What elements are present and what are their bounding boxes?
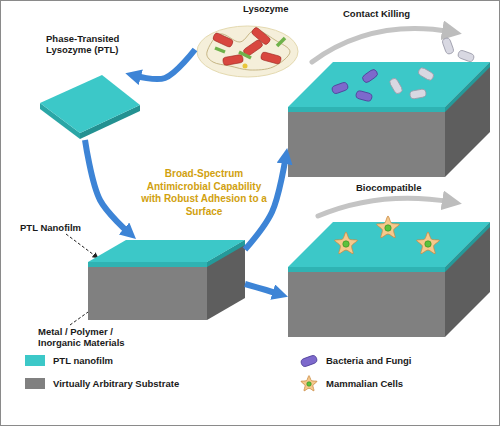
cell-body bbox=[377, 216, 400, 238]
node-shape bbox=[288, 222, 490, 337]
film-surface bbox=[288, 222, 490, 267]
live-bacterium bbox=[355, 90, 373, 102]
protein-surface bbox=[197, 26, 298, 77]
alpha-helix bbox=[260, 52, 281, 65]
cell-body bbox=[301, 376, 317, 391]
node-shape bbox=[88, 240, 245, 320]
live-bacterium bbox=[361, 68, 379, 84]
cell-nucleus bbox=[343, 241, 349, 247]
live-bacterium bbox=[331, 82, 349, 95]
cell-nucleus bbox=[307, 382, 311, 386]
beta-strand bbox=[239, 52, 251, 58]
protein-illustration: Lysozyme bbox=[195, 22, 300, 77]
node-heading: Phase-Transited Lysozyme (PTL) bbox=[46, 33, 146, 55]
biocompatible-block: Biocompatible bbox=[288, 222, 490, 337]
legend-icon bbox=[298, 376, 322, 392]
cell-body bbox=[335, 232, 358, 254]
dead-bacterium bbox=[457, 50, 475, 63]
surface-objects bbox=[335, 216, 440, 254]
motion-arrow bbox=[318, 198, 452, 216]
bacterium-icon bbox=[300, 355, 318, 368]
node-shape bbox=[195, 22, 300, 77]
legend-text: Mammalian Cells bbox=[326, 378, 403, 389]
callout-label: PTL Nanofilm bbox=[20, 222, 94, 233]
contact-killing-block: Contact Killing bbox=[288, 62, 490, 177]
legend-swatch bbox=[25, 355, 45, 366]
legend-swatch bbox=[25, 378, 45, 389]
film-surface bbox=[88, 240, 245, 262]
flow-arrow bbox=[245, 284, 278, 294]
legend-text: Virtually Arbitrary Substrate bbox=[53, 378, 179, 389]
film-layer bbox=[288, 267, 445, 272]
protein-detail bbox=[243, 64, 248, 69]
film-surface bbox=[288, 62, 490, 107]
film-surface bbox=[40, 75, 140, 133]
legend-entry: Mammalian Cells bbox=[298, 377, 488, 393]
protein-backbone bbox=[207, 30, 290, 70]
mammalian-cell bbox=[417, 232, 440, 254]
film-layer bbox=[288, 107, 445, 112]
film-layer bbox=[88, 262, 207, 267]
substrate-front bbox=[288, 267, 445, 337]
dead-bacterium bbox=[389, 77, 404, 95]
mammalian-cell bbox=[301, 376, 317, 391]
alpha-helix bbox=[251, 27, 271, 46]
node-heading: Contact Killing bbox=[343, 8, 453, 19]
cell-nucleus bbox=[425, 241, 431, 247]
cell-body bbox=[417, 232, 440, 254]
coated-substrate-block: PTL NanofilmMetal / Polymer / Inorganic … bbox=[88, 240, 245, 320]
legend-text: Bacteria and Fungi bbox=[326, 355, 412, 366]
dead-bacterium bbox=[409, 89, 426, 100]
node-shape bbox=[40, 75, 140, 140]
alpha-helix bbox=[212, 32, 234, 48]
motion-arrow bbox=[312, 29, 452, 62]
dead-bacterium bbox=[417, 67, 435, 82]
substrate-front bbox=[88, 262, 207, 320]
cell-nucleus bbox=[385, 225, 391, 231]
alpha-helix bbox=[222, 54, 243, 65]
node-heading: Biocompatible bbox=[356, 182, 456, 193]
legend-icon bbox=[298, 353, 322, 369]
legend-entry: Bacteria and Fungi bbox=[298, 354, 488, 370]
node-heading: Lysozyme bbox=[243, 3, 313, 14]
dead-bacterium bbox=[442, 37, 455, 55]
flow-arrow bbox=[135, 50, 195, 80]
node-shape bbox=[288, 62, 490, 177]
callout-label: Metal / Polymer / Inorganic Materials bbox=[38, 326, 150, 348]
mammalian-cell bbox=[335, 232, 358, 254]
leader-line bbox=[66, 234, 98, 258]
legend-entry: Virtually Arbitrary Substrate bbox=[25, 377, 215, 393]
flow-arrow bbox=[245, 158, 286, 250]
ptl-film: Phase-Transited Lysozyme (PTL) bbox=[40, 75, 140, 140]
legend-entry: PTL nanofilm bbox=[25, 354, 215, 370]
legend-text: PTL nanofilm bbox=[53, 355, 113, 366]
flow-arrow bbox=[85, 140, 129, 232]
mammalian-cell bbox=[377, 216, 400, 238]
surface-objects bbox=[331, 37, 475, 102]
summary-note: Broad-Spectrum Antimicrobial Capability … bbox=[140, 168, 268, 218]
beta-strand bbox=[277, 38, 285, 46]
substrate-front bbox=[288, 107, 445, 177]
beta-strand bbox=[215, 48, 225, 52]
